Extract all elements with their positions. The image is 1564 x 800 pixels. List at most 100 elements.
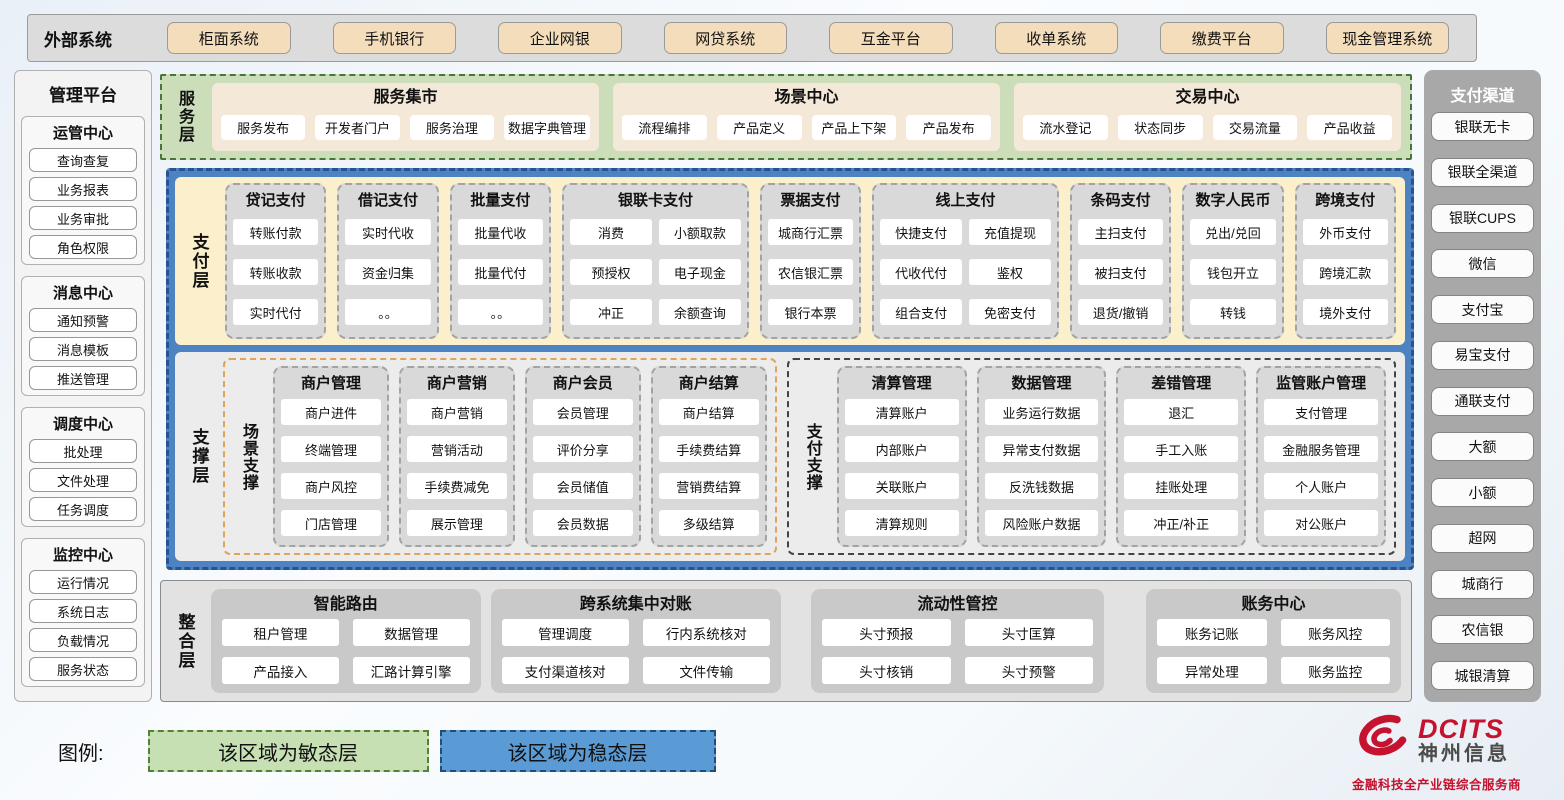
external-system-button[interactable]: 互金平台 (829, 22, 953, 54)
service-item-button[interactable]: 数据字典管理 (503, 114, 590, 140)
payment-channel-button[interactable]: 城银清算 (1431, 661, 1534, 690)
support-item-button[interactable]: 展示管理 (406, 510, 507, 536)
payment-item-button[interactable]: 鉴权 (969, 259, 1051, 285)
integration-item-button[interactable]: 管理调度 (501, 619, 629, 646)
service-item-button[interactable]: 服务治理 (409, 114, 494, 140)
payment-item-button[interactable]: 代收代付 (880, 259, 963, 285)
payment-item-button[interactable]: 快捷支付 (880, 219, 963, 245)
support-item-button[interactable]: 退汇 (1124, 399, 1239, 425)
support-item-button[interactable]: 内部账户 (844, 436, 959, 462)
support-item-button[interactable]: 商户结算 (658, 399, 759, 425)
payment-channel-button[interactable]: 支付宝 (1431, 295, 1534, 324)
integration-item-button[interactable]: 支付渠道核对 (501, 657, 629, 684)
external-system-button[interactable]: 网贷系统 (663, 22, 787, 54)
support-item-button[interactable]: 门店管理 (281, 510, 381, 536)
integration-item-button[interactable]: 行内系统核对 (642, 619, 770, 646)
payment-channel-button[interactable]: 银联全渠道 (1431, 157, 1534, 187)
support-item-button[interactable]: 清算规则 (844, 510, 959, 536)
payment-item-button[interactable]: 余额查询 (658, 299, 741, 325)
integration-item-button[interactable]: 数据管理 (352, 619, 470, 646)
external-system-button[interactable]: 收单系统 (994, 22, 1118, 54)
payment-item-button[interactable]: 小额取款 (658, 219, 741, 245)
external-system-button[interactable]: 缴费平台 (1160, 22, 1284, 54)
support-item-button[interactable]: 风险账户数据 (984, 510, 1099, 536)
support-item-button[interactable]: 反洗钱数据 (984, 473, 1099, 499)
payment-channel-button[interactable]: 通联支付 (1431, 386, 1534, 416)
payment-channel-button[interactable]: 城商行 (1431, 569, 1534, 599)
support-item-button[interactable]: 多级结算 (658, 510, 759, 536)
integration-item-button[interactable]: 头寸核销 (821, 657, 951, 684)
payment-channel-button[interactable]: 银联无卡 (1431, 112, 1534, 141)
management-item-button[interactable]: 推送管理 (29, 366, 137, 390)
payment-item-button[interactable]: 批量代付 (457, 259, 544, 285)
payment-channel-button[interactable]: 大额 (1431, 432, 1534, 462)
service-item-button[interactable]: 服务发布 (221, 114, 306, 140)
payment-item-button[interactable]: 城商行汇票 (767, 219, 854, 245)
payment-item-button[interactable]: 农信银汇票 (767, 259, 854, 285)
external-system-button[interactable]: 企业网银 (498, 22, 622, 54)
support-item-button[interactable]: 个人账户 (1264, 473, 1379, 499)
payment-channel-button[interactable]: 农信银 (1431, 615, 1534, 645)
payment-item-button[interactable]: 免密支付 (969, 299, 1051, 325)
integration-item-button[interactable]: 产品接入 (222, 657, 339, 684)
integration-item-button[interactable]: 账务风控 (1280, 619, 1391, 646)
service-item-button[interactable]: 产品发布 (906, 114, 991, 140)
payment-item-button[interactable]: 银行本票 (767, 299, 854, 325)
support-item-button[interactable]: 手工入账 (1124, 436, 1239, 462)
integration-item-button[interactable]: 头寸预报 (821, 619, 951, 646)
payment-item-button[interactable]: 跨境汇款 (1302, 259, 1388, 285)
payment-item-button[interactable]: 。。 (457, 299, 544, 325)
support-item-button[interactable]: 业务运行数据 (984, 399, 1099, 425)
integration-item-button[interactable]: 汇路计算引擎 (352, 657, 470, 684)
payment-item-button[interactable]: 批量代收 (457, 219, 544, 245)
support-item-button[interactable]: 挂账处理 (1124, 473, 1239, 499)
external-system-button[interactable]: 现金管理系统 (1325, 22, 1449, 54)
management-item-button[interactable]: 任务调度 (29, 497, 137, 521)
management-item-button[interactable]: 业务报表 (29, 177, 137, 201)
payment-item-button[interactable]: 实时代收 (345, 219, 431, 245)
management-item-button[interactable]: 负载情况 (29, 628, 137, 652)
service-item-button[interactable]: 产品定义 (716, 114, 802, 140)
integration-item-button[interactable]: 租户管理 (222, 619, 339, 646)
payment-item-button[interactable]: 。。 (345, 299, 431, 325)
service-item-button[interactable]: 交易流量 (1212, 114, 1298, 140)
support-item-button[interactable]: 商户进件 (281, 399, 381, 425)
payment-item-button[interactable]: 实时代付 (233, 299, 319, 325)
service-item-button[interactable]: 产品上下架 (811, 114, 897, 140)
integration-item-button[interactable]: 头寸预警 (964, 657, 1094, 684)
payment-channel-button[interactable]: 小额 (1431, 478, 1534, 507)
payment-channel-button[interactable]: 银联CUPS (1431, 203, 1534, 233)
payment-item-button[interactable]: 消费 (570, 219, 652, 245)
management-item-button[interactable]: 文件处理 (29, 468, 137, 492)
management-item-button[interactable]: 业务审批 (29, 206, 137, 230)
management-item-button[interactable]: 查询查复 (29, 148, 137, 172)
support-item-button[interactable]: 异常支付数据 (984, 436, 1099, 462)
management-item-button[interactable]: 系统日志 (29, 599, 137, 623)
integration-item-button[interactable]: 账务记账 (1157, 619, 1267, 646)
support-item-button[interactable]: 支付管理 (1264, 399, 1379, 425)
support-item-button[interactable]: 商户风控 (281, 473, 381, 499)
payment-item-button[interactable]: 钱包开立 (1190, 259, 1276, 285)
support-item-button[interactable]: 冲正/补正 (1124, 510, 1239, 536)
service-item-button[interactable]: 产品收益 (1307, 114, 1392, 140)
management-item-button[interactable]: 角色权限 (29, 235, 137, 259)
integration-item-button[interactable]: 头寸匡算 (964, 619, 1094, 646)
payment-item-button[interactable]: 转账收款 (233, 259, 319, 285)
support-item-button[interactable]: 清算账户 (844, 399, 959, 425)
integration-item-button[interactable]: 账务监控 (1280, 657, 1391, 684)
payment-item-button[interactable]: 退货/撤销 (1077, 299, 1164, 325)
management-item-button[interactable]: 服务状态 (29, 657, 137, 681)
payment-item-button[interactable]: 转钱 (1190, 299, 1276, 325)
external-system-button[interactable]: 柜面系统 (167, 22, 291, 54)
external-system-button[interactable]: 手机银行 (332, 22, 456, 54)
management-item-button[interactable]: 通知预警 (29, 308, 137, 332)
support-item-button[interactable]: 营销活动 (406, 436, 507, 462)
payment-item-button[interactable]: 充值提现 (969, 219, 1051, 245)
payment-item-button[interactable]: 冲正 (570, 299, 652, 325)
payment-item-button[interactable]: 资金归集 (345, 259, 431, 285)
service-item-button[interactable]: 状态同步 (1117, 114, 1203, 140)
integration-item-button[interactable]: 异常处理 (1157, 657, 1267, 684)
payment-item-button[interactable]: 兑出/兑回 (1190, 219, 1276, 245)
support-item-button[interactable]: 会员数据 (532, 510, 633, 536)
integration-item-button[interactable]: 文件传输 (642, 657, 770, 684)
